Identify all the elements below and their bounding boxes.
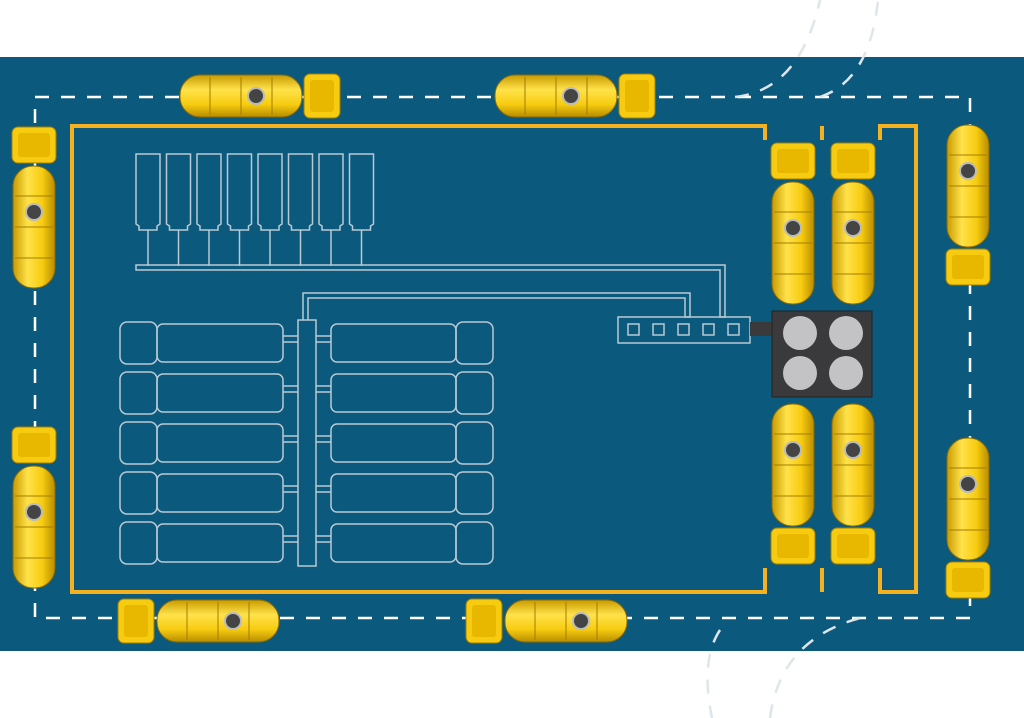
cab-roof xyxy=(18,133,50,157)
cab-roof xyxy=(625,80,649,112)
cab-roof xyxy=(18,433,50,457)
storage-tank-outline xyxy=(318,153,344,231)
tanker-truck xyxy=(117,598,280,644)
pump xyxy=(829,356,863,390)
cab-roof xyxy=(952,255,984,279)
exit-road-line xyxy=(706,629,722,718)
tank-hatch-icon xyxy=(25,203,43,221)
tanker-truck xyxy=(11,126,57,289)
bay-truck-tank-outline xyxy=(156,473,284,513)
pump-station xyxy=(750,310,873,398)
tanker-trucks xyxy=(11,73,991,644)
storage-tank-outline xyxy=(165,153,192,231)
bay-truck-cab-outline xyxy=(455,321,494,365)
tank-hatch-icon xyxy=(959,475,977,493)
site-boundary xyxy=(70,124,767,594)
cab-roof xyxy=(777,534,809,558)
bay-truck-tank-outline xyxy=(156,373,284,413)
bay-connector xyxy=(283,485,331,493)
tank-hatch-icon xyxy=(572,612,590,630)
tanker-truck xyxy=(830,403,876,565)
bay-truck-cab-outline xyxy=(455,371,494,415)
bay-truck-tank-outline xyxy=(156,323,284,363)
storage-tank-outline xyxy=(135,153,161,231)
lane-boundary xyxy=(820,124,918,594)
manifold-valve xyxy=(727,323,740,336)
bay-connector xyxy=(283,535,331,543)
tank-hatch-icon xyxy=(844,441,862,459)
bay-connector xyxy=(283,435,331,443)
bay-truck-tank-outline xyxy=(156,523,284,563)
tank-hatch-icon xyxy=(784,219,802,237)
site-plan-outlines xyxy=(119,153,751,567)
pump xyxy=(783,316,817,350)
bay-truck-cab-outline xyxy=(455,471,494,515)
storage-tank-outline xyxy=(287,153,314,231)
bay-truck-cab-outline xyxy=(455,421,494,465)
manifold-valve xyxy=(627,323,640,336)
tank-hatch-icon xyxy=(562,87,580,105)
tanker-truck xyxy=(465,598,628,644)
tanker-truck xyxy=(830,142,876,305)
bay-connector xyxy=(283,385,331,393)
tanker-truck xyxy=(945,124,991,286)
tank-hatch-icon xyxy=(784,441,802,459)
cab-roof xyxy=(310,80,334,112)
tank-hatch-icon xyxy=(247,87,265,105)
entry-road-line xyxy=(734,0,822,99)
tanker-truck xyxy=(179,73,341,119)
bay-truck-tank-outline xyxy=(156,423,284,463)
tank-hatch-icon xyxy=(959,162,977,180)
cab-roof xyxy=(952,568,984,592)
cab-roof xyxy=(124,605,148,637)
station-connector xyxy=(750,322,774,336)
cab-roof xyxy=(777,149,809,173)
entry-road-line xyxy=(819,0,880,99)
manifold-valve xyxy=(702,323,715,336)
storage-tank-outline xyxy=(226,153,253,231)
tanker-truck xyxy=(770,403,816,565)
tank-hatch-icon xyxy=(844,219,862,237)
storage-tank-outline xyxy=(196,153,222,231)
bay-truck-cab-outline xyxy=(455,521,494,565)
tank-hatch-icon xyxy=(25,503,43,521)
cab-roof xyxy=(837,149,869,173)
tanker-truck xyxy=(11,426,57,589)
tanker-truck xyxy=(494,73,656,119)
tanker-truck xyxy=(770,142,816,305)
manifold-valve xyxy=(677,323,690,336)
tanker-truck xyxy=(945,437,991,599)
cab-roof xyxy=(472,605,496,637)
storage-tank-outline xyxy=(348,153,375,231)
loading-manifold xyxy=(297,319,317,567)
pump xyxy=(829,316,863,350)
pump xyxy=(783,356,817,390)
manifold-valve xyxy=(652,323,665,336)
tank-hatch-icon xyxy=(224,612,242,630)
storage-tank-outline xyxy=(257,153,283,231)
bay-connector xyxy=(283,335,331,343)
cab-roof xyxy=(837,534,869,558)
